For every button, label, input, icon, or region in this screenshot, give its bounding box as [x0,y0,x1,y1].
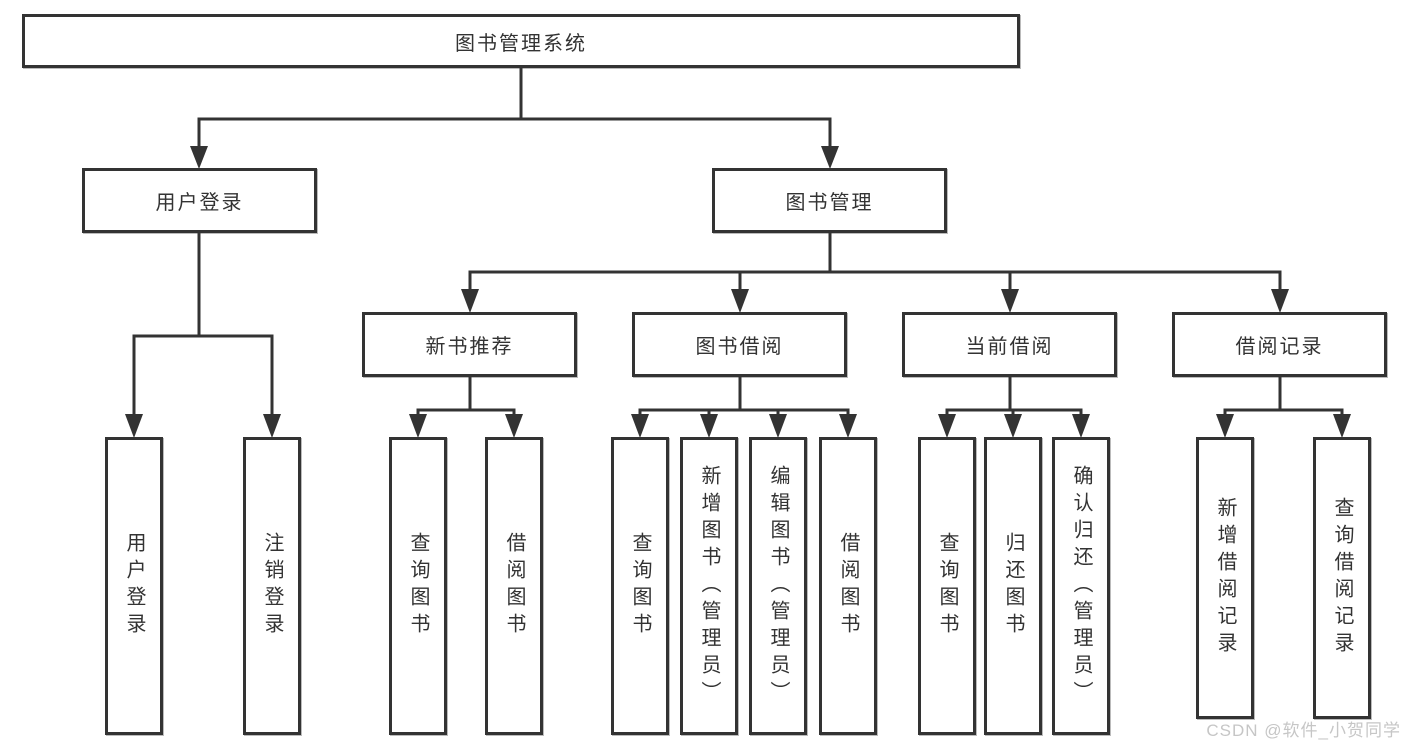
leaf-query-books-current: 查询图书 [918,437,976,735]
leaf-user-login: 用户登录 [105,437,163,735]
node-new-book-recommend: 新书推荐 [362,312,577,377]
node-borrowing-records: 借阅记录 [1172,312,1387,377]
leaf-query-borrow-record: 查询借阅记录 [1313,437,1371,719]
node-book-borrowing: 图书借阅 [632,312,847,377]
leaf-borrow-books: 借阅图书 [819,437,877,735]
node-book-management: 图书管理 [712,168,947,233]
leaf-query-books-recommend: 查询图书 [389,437,447,735]
node-library-management-system: 图书管理系统 [22,14,1020,68]
leaf-logout: 注销登录 [243,437,301,735]
leaf-query-books-borrowing: 查询图书 [611,437,669,735]
leaf-edit-book-admin: 编辑图书（管理员） [749,437,807,735]
node-current-borrowing: 当前借阅 [902,312,1117,377]
leaf-add-book-admin: 新增图书（管理员） [680,437,738,735]
leaf-confirm-return-admin: 确认归还（管理员） [1052,437,1110,735]
watermark: CSDN @软件_小贺同学 [1206,721,1401,740]
node-user-login: 用户登录 [82,168,317,233]
leaf-add-borrow-record: 新增借阅记录 [1196,437,1254,719]
leaf-return-books: 归还图书 [984,437,1042,735]
leaf-borrow-books-recommend: 借阅图书 [485,437,543,735]
